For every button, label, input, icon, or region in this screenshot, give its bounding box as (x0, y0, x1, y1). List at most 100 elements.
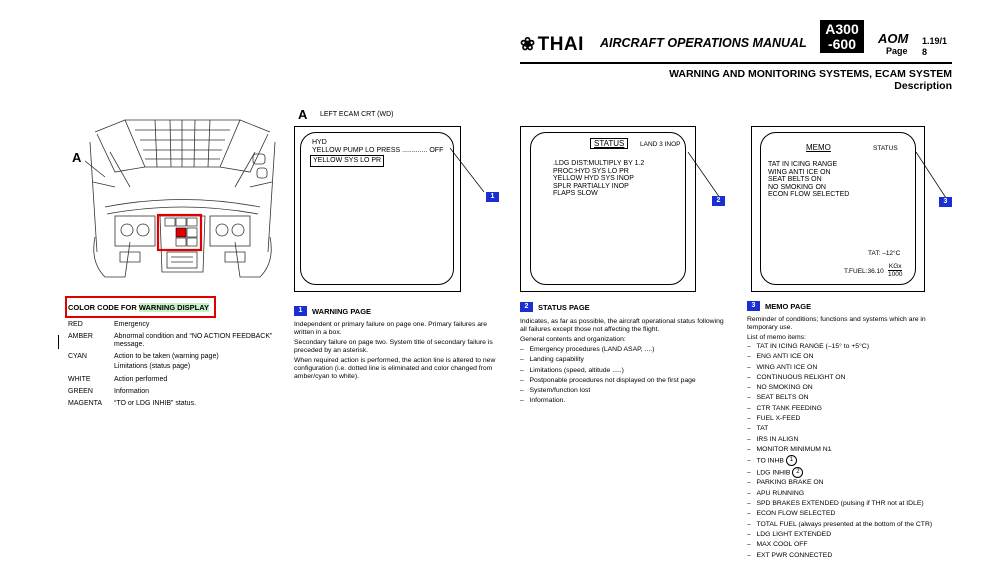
status-crt-title: STATUS (590, 138, 629, 149)
manual-code: AOM (878, 31, 909, 46)
memo-item-text: LDG INHIB (756, 469, 791, 477)
memo-list-item: – TAT (747, 425, 769, 433)
warning-page-tag: 1 (294, 306, 307, 316)
memo-item-text: LDG LIGHT EXTENDED (756, 530, 832, 538)
status-item-text: Information. (529, 397, 566, 405)
memo-list-item: – CONTINUOUS RELIGHT ON (747, 373, 846, 381)
color-meaning: Action performed (114, 376, 168, 383)
memo-item-text: PARKING BRAKE ON (756, 479, 824, 487)
aircraft-line-2: -600 (827, 36, 857, 52)
memo-crt-tat: TAT: –12°C (868, 250, 901, 257)
fuel-unit-bottom: 1000 (888, 270, 903, 278)
status-list-item: – Landing capability (520, 356, 584, 364)
memo-item-text: MONITOR MINIMUM N1 (756, 445, 832, 453)
status-page-tag: 2 (520, 302, 533, 312)
status-crt-leader-line (687, 151, 721, 199)
logo-text: THAI (537, 34, 584, 55)
memo-list-item: – TAT IN ICING RANGE (–15° to +5°C) (747, 343, 869, 350)
memo-item-text: WING ANTI ICE ON (756, 363, 818, 371)
aircraft-type-badge: A300-600 (820, 20, 864, 53)
orchid-logo-icon: ❀ (520, 34, 536, 54)
status-crt-line: .LDG DIST:MULTIPLY BY 1.2 (553, 160, 645, 167)
crt-failure-line: YELLOW PUMP LO PRESS ............. OFF (312, 147, 444, 154)
warning-page-title: WARNING PAGE (312, 307, 372, 316)
status-list-item: – Postponable procedures not displayed o… (520, 376, 696, 384)
left-crt-tag: 1 (486, 192, 499, 202)
memo-page-tag: 3 (747, 301, 760, 311)
ecam-highlight-box (156, 213, 203, 252)
memo-item-text: ENG ANTI ICE ON (756, 353, 814, 361)
status-crt-lines: .LDG DIST:MULTIPLY BY 1.2 PROC:HYD SYS L… (553, 160, 644, 198)
revision-number: 1.19/1 (922, 36, 948, 46)
status-crt-line: FLAPS SLOW (553, 190, 598, 198)
memo-item-text: EXT PWR CONNECTED (756, 551, 833, 559)
status-crt-screen (530, 132, 686, 285)
status-list-item: – Limitations (speed, altitude .....) (520, 366, 624, 374)
status-item-text: Limitations (speed, altitude .....) (529, 366, 624, 374)
status-item-text: Postponable procedures not displayed on … (529, 376, 696, 384)
memo-crt-line: WING ANTI ICE ON (768, 168, 831, 176)
page-label: Page (886, 46, 908, 56)
memo-list-item: – FUEL X-FEED (747, 415, 801, 423)
memo-item-text: IRS IN ALIGN (756, 435, 799, 443)
memo-list-item: – IRS IN ALIGN (747, 435, 799, 443)
status-list-item: – Information. (520, 397, 566, 405)
color-meaning: Abnormal condition and “NO ACTION FEEDBA… (114, 333, 273, 340)
color-name: RED (68, 321, 83, 328)
fuel-unit-top: KGx (888, 263, 902, 270)
status-list-item: – Emergency procedures (LAND ASAP, ....) (520, 346, 655, 353)
memo-page-list-label: List of memo items: (747, 334, 806, 341)
memo-crt-line: NO SMOKING ON (768, 183, 826, 191)
memo-list-item: – EXT PWR CONNECTED (747, 551, 833, 559)
status-crt-line: YELLOW HYD SYS INOP (553, 175, 634, 183)
memo-item-text: MAX COOL OFF (756, 541, 808, 549)
memo-item-text: TOTAL FUEL (always presented at the bott… (756, 520, 933, 528)
status-page-general: General contents and organization: (520, 336, 626, 343)
page-number: 8 (922, 47, 928, 57)
memo-crt-screen (760, 132, 916, 285)
left-crt-caption: LEFT ECAM CRT (WD) (320, 111, 394, 118)
aircraft-line-1: A300 (825, 21, 859, 37)
color-meaning: Information (114, 388, 150, 395)
color-meaning: “TO or LDG INHIB” status. (114, 400, 196, 407)
memo-list-item: – SEAT BELTS ON (747, 394, 809, 402)
memo-item-text: NO SMOKING ON (756, 384, 813, 392)
crt-view-label: A (298, 107, 308, 122)
color-code-title-prefix: COLOR CODE FOR (68, 303, 139, 312)
status-item-text: Emergency procedures (LAND ASAP, ....) (529, 346, 655, 353)
crt-system-title: HYD (312, 139, 327, 146)
color-name: AMBER (68, 333, 93, 340)
header-divider (520, 62, 952, 64)
memo-list-item: – TOTAL FUEL (always presented at the bo… (747, 520, 933, 528)
memo-list-item: – NO SMOKING ON (747, 384, 813, 392)
color-row: AMBER Abnormal condition and “NO ACTION F… (68, 333, 272, 340)
status-page-list: – Emergency procedures (LAND ASAP, ....)… (520, 345, 696, 407)
memo-item-text: FUEL X-FEED (756, 415, 801, 423)
status-crt-tag: 2 (712, 196, 725, 206)
memo-crt-side: STATUS (873, 145, 898, 152)
color-meaning: message. (114, 341, 145, 348)
memo-item-text: TAT (756, 425, 769, 433)
memo-crt-line: ECON FLOW SELECTED (768, 191, 850, 199)
color-meaning: Emergency (114, 321, 150, 328)
crt-boxed-failure: YELLOW SYS LO PR (310, 155, 385, 167)
status-crt-side: LAND 3 INOP (640, 141, 681, 148)
note-circle-icon: 2 (792, 466, 804, 478)
memo-crt-line: TAT IN ICING RANGE (768, 161, 838, 168)
section-description: Description (894, 80, 952, 92)
color-row: message. (68, 341, 144, 348)
section-title: WARNING AND MONITORING SYSTEMS, ECAM SYS… (669, 68, 952, 80)
status-page-title: STATUS PAGE (538, 303, 590, 312)
color-name: MAGENTA (68, 400, 103, 407)
memo-list-item: – ECON FLOW SELECTED (747, 510, 836, 518)
memo-crt-fuel: T.FUEL:36.10 (844, 268, 884, 275)
left-ecam-crt (294, 126, 461, 292)
manual-title: AIRCRAFT OPERATIONS MANUAL (600, 36, 807, 50)
memo-item-text: ECON FLOW SELECTED (756, 510, 836, 518)
